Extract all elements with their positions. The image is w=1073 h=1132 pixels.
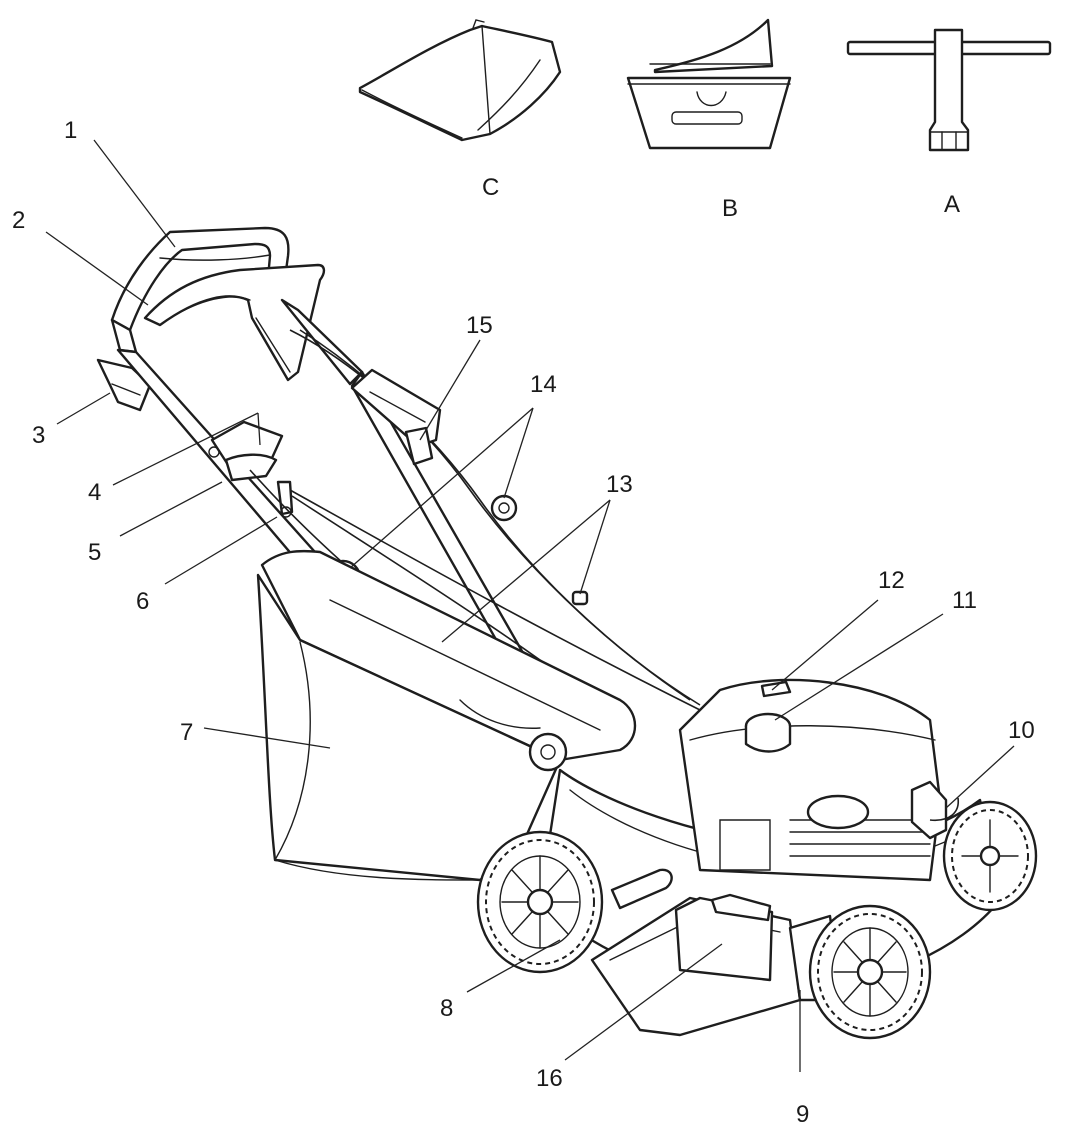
engine-start-control	[350, 368, 442, 466]
callout-3: 3	[32, 422, 45, 449]
callout-15: 15	[466, 312, 493, 339]
callout-13: 13	[606, 471, 633, 498]
accessory-b-mulching-plug	[626, 18, 792, 150]
front-right-wheel	[942, 800, 1038, 912]
callout-8: 8	[440, 995, 453, 1022]
spark-plug-lead	[910, 780, 959, 840]
height-adjust-lever	[610, 868, 673, 910]
primer-bulb	[760, 680, 792, 698]
callout-9: 9	[796, 1101, 809, 1128]
callout-2: 2	[12, 207, 25, 234]
callout-5: 5	[88, 539, 101, 566]
label-accessory-b: B	[722, 195, 738, 222]
fuel-cap	[744, 712, 792, 753]
engine	[678, 678, 942, 882]
safety-bail-bar	[143, 263, 326, 382]
callout-16: 16	[536, 1065, 563, 1092]
speed-control-box	[208, 420, 284, 482]
callout-14: 14	[530, 371, 557, 398]
callout-4: 4	[88, 479, 101, 506]
accessory-a-plug-wrench	[846, 28, 1052, 152]
leader-lines	[45, 139, 1015, 1072]
handle-knob-upper	[490, 494, 518, 522]
callout-7: 7	[180, 719, 193, 746]
front-left-wheel	[808, 904, 932, 1040]
callout-6: 6	[136, 588, 149, 615]
accessory-c-cover	[358, 19, 562, 142]
grass-collection-bag	[256, 549, 637, 882]
label-accessory-c: C	[482, 174, 499, 201]
callout-12: 12	[878, 567, 905, 594]
callout-11: 11	[952, 587, 977, 614]
label-accessory-a: A	[944, 191, 960, 218]
callout-1: 1	[64, 117, 77, 144]
rear-left-wheel	[476, 830, 604, 974]
callout-10: 10	[1008, 717, 1035, 744]
height-adjust-knob	[528, 732, 568, 772]
